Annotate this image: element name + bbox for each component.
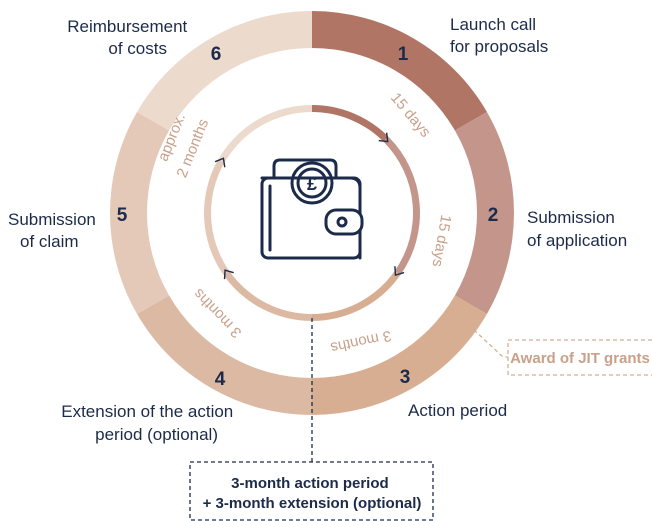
chevron-arrow-icon — [223, 269, 234, 280]
action-period-box — [189, 461, 434, 521]
outer-ring-segment-4 — [137, 295, 312, 415]
outer-ring-segment-3 — [312, 295, 487, 415]
action-period-note: 3-month action period + 3-month extensio… — [189, 318, 434, 521]
award-box — [507, 339, 652, 376]
step-1-number: 1 — [398, 44, 409, 65]
chevron-arrow-icon — [378, 132, 389, 143]
duration-3-months-first: 3 months — [329, 327, 393, 356]
outer-ring-segment-2 — [454, 112, 514, 314]
step-5-label: Submission of claim — [8, 210, 101, 251]
step-2-label: Submission of application — [527, 208, 627, 250]
step-1-label: Launch call for proposals — [450, 15, 548, 56]
inner-ring-segment — [218, 105, 312, 163]
step-2-number: 2 — [488, 205, 499, 226]
outer-ring-segment-5 — [110, 112, 170, 314]
action-period-note-text: 3-month action period + 3-month extensio… — [203, 475, 422, 512]
step-6-number: 6 — [211, 44, 222, 65]
award-callout: Award of JIT grants — [473, 329, 652, 376]
step-3-number: 3 — [400, 367, 411, 388]
pound-symbol: £ — [307, 174, 317, 194]
duration-15-days-second: 15 days — [428, 213, 454, 268]
inner-ring-segment — [223, 270, 312, 321]
chevron-arrow-icon — [394, 266, 405, 277]
chevron-arrow-icon — [214, 157, 226, 168]
outer-ring — [110, 11, 514, 415]
inner-ring-arrows — [214, 132, 405, 280]
inner-ring — [204, 105, 421, 321]
step-5-number: 5 — [117, 205, 128, 226]
step-4-label: Extension of the action period (optional… — [61, 402, 238, 444]
inner-ring-segment — [312, 105, 389, 142]
award-label: Award of JIT grants — [510, 350, 650, 367]
inner-ring-segment — [204, 159, 230, 275]
duration-15-days-first: 15 days — [387, 90, 434, 141]
inner-ring-segment — [312, 270, 401, 321]
step-6-label: Reimbursement of costs — [67, 17, 192, 58]
outer-ring-segment-1 — [312, 11, 487, 131]
inner-ring-segment — [383, 136, 421, 275]
wallet-pound-icon — [260, 158, 364, 260]
step-3-label: Action period — [408, 401, 507, 420]
step-4-number: 4 — [215, 369, 226, 390]
outer-ring-segment-6 — [137, 11, 312, 131]
